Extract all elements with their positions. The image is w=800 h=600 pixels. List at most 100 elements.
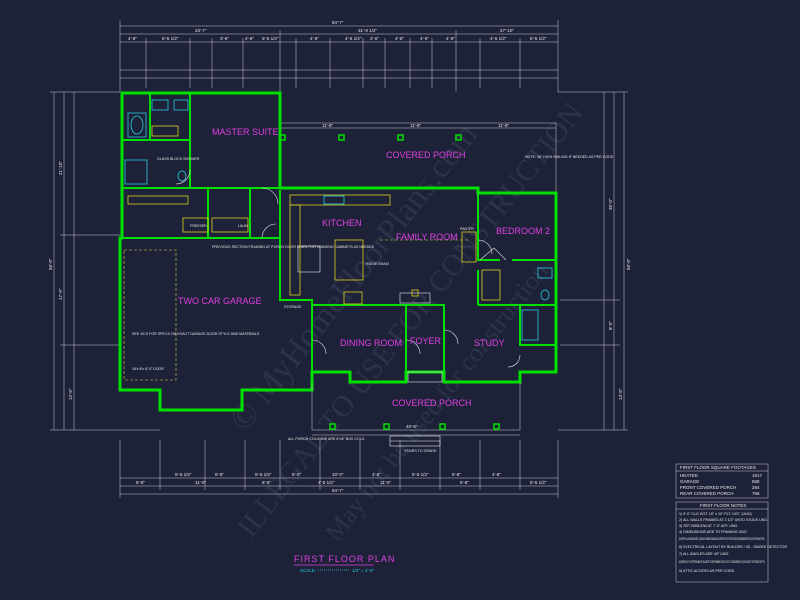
notes-table: FIRST FLOOR NOTES 1) 9'-0" CLG HGT. 10" … xyxy=(675,501,787,583)
right-dimensions: 56'-8" 35'-0" 8'-0" 13'-8" xyxy=(558,91,631,431)
fireplace-icon xyxy=(399,292,431,304)
bottom-dim-2: 6'-8" xyxy=(215,472,224,477)
note-item: 3) SET WINDOW AT 7'-0" AFF. UNO. xyxy=(679,524,738,528)
bottom-dim-5: 10'-0" xyxy=(332,472,344,477)
doors xyxy=(175,169,521,383)
shower-icon xyxy=(124,159,148,185)
bottom-row2-7: 5'-5 1/2" xyxy=(530,480,547,485)
top-row2-3: 3'-6" xyxy=(220,36,229,41)
note-item: 1) 9'-0" CLG HGT. 10" x 10" PLT. HGT. (U… xyxy=(679,512,752,516)
sink-icon xyxy=(537,267,553,279)
sink-icon xyxy=(173,99,189,111)
top-row2-1: 4'-8" xyxy=(128,36,137,41)
toilet-icon xyxy=(177,170,187,182)
top-row2-7: 4'-5 1/2" xyxy=(345,36,362,41)
bottom-row2-5: 11'-0" xyxy=(380,480,392,485)
left-overall-dim: 56'-8" xyxy=(48,258,53,270)
title-block: FIRST FLOOR PLAN SCALE: 1/4" = 1'-0" xyxy=(294,554,394,573)
room-garage: TWO CAR GARAGE xyxy=(178,296,262,306)
sqft-row-label: FRONT COVERED PORCH xyxy=(680,485,736,490)
angled-closet xyxy=(479,247,507,261)
room-covered-porch-front: COVERED PORCH xyxy=(392,398,472,408)
front-porch-column xyxy=(439,423,446,430)
top-row2-5: 5'-5 1/2" xyxy=(262,36,279,41)
room-foyer: FOYER xyxy=(410,336,442,346)
garage-door-label: 16'x 8'x 8'-0" DOOR xyxy=(132,367,164,371)
top-row2-13: 5'-5 1/2" xyxy=(530,36,547,41)
vanity-counter xyxy=(151,125,179,137)
kitchen-island xyxy=(334,239,364,281)
top-row2-12: 4'-5 1/2" xyxy=(490,36,507,41)
sqft-row-label: GARAGE xyxy=(680,479,699,484)
bottom-row2-4: 4'-5 1/2" xyxy=(318,480,335,485)
porch-column-note: ALL PORCH COLUMNS ARE 8"x8" BOX COLS. xyxy=(288,437,365,441)
bar-counter xyxy=(343,291,363,305)
sqft-row-value: 756 xyxy=(752,491,760,496)
room-dining-room: DINING ROOM xyxy=(340,338,402,348)
top-row2-2: 5'-5 1/2" xyxy=(162,36,179,41)
scale-label: SCALE: xyxy=(300,568,316,573)
room-bedroom-2: BEDROOM 2 xyxy=(496,226,550,236)
tub-basin-icon xyxy=(130,115,144,135)
toilet-icon xyxy=(540,289,550,301)
front-porch-column xyxy=(493,423,500,430)
bottom-row2-6: 6'-8" xyxy=(460,480,469,485)
garage-note: SEE 4/CS FOR SPECS ON EXACT GARAGE DOOR … xyxy=(132,332,260,336)
freezer-label: FREEZER xyxy=(190,224,207,228)
kitchen-counter xyxy=(289,194,391,206)
room-study: STUDY xyxy=(474,338,505,348)
front-porch-dim: 40'-6" xyxy=(406,424,418,429)
sqft-table-title: FIRST FLOOR SQUARE FOOTAGES xyxy=(680,465,756,470)
laundry-counter xyxy=(211,217,249,233)
door-swing xyxy=(311,339,327,355)
bottom-dim-3: 5'-5 1/2" xyxy=(255,472,272,477)
porch-column xyxy=(338,134,345,141)
left-dim-3: 12'-8" xyxy=(68,388,73,400)
porch-dim-1: 11'-8" xyxy=(322,123,334,128)
bottom-row2-2: 11'-0" xyxy=(195,480,207,485)
bottom-row2-3: 8'-8" xyxy=(262,480,271,485)
door-swing xyxy=(175,169,191,185)
interior-walls xyxy=(122,93,556,372)
front-porch-column xyxy=(383,423,390,430)
bottom-dim-7: 5'-5 1/2" xyxy=(412,472,429,477)
closet-shelf xyxy=(127,195,189,205)
sqft-table: FIRST FLOOR SQUARE FOOTAGES HEATED 1917 … xyxy=(675,463,769,499)
freezer xyxy=(182,217,209,233)
left-dim-1: 21'-10" xyxy=(58,161,63,175)
top-row2-6: 4'-8" xyxy=(310,36,319,41)
bottom-dim-1: 5'-5 1/2" xyxy=(175,472,192,477)
scale-value: 1/4" = 1'-0" xyxy=(352,568,374,573)
kitchen-details: PANTRY RIDGE BEAM xyxy=(289,194,477,305)
note-item: 4) DIMENSIONS ARE TO FRAMING UNO. xyxy=(679,530,748,534)
corner-note: NOTE: 36" HIGH RAILING IF NEEDED AS PER … xyxy=(525,155,614,159)
top-row2-11: 4'-6" xyxy=(446,36,455,41)
porch-dim-3: 11'-8" xyxy=(498,123,510,128)
note-item: 5) VERIFY ALL WINDOW SIZES, CONSULT WIND… xyxy=(679,537,765,541)
note-item: 7) ALL ANGLES ARE 45° UNO. xyxy=(679,552,729,556)
laundry-label: LAUN xyxy=(238,224,248,228)
door-swing xyxy=(405,339,421,355)
rear-porch: 11'-8" 11'-8" 11'-8" NOTE: 36" HIGH RAIL… xyxy=(279,122,614,195)
closet-shelf xyxy=(481,269,501,301)
garage-door-outline xyxy=(123,249,177,381)
porch-dim-2: 11'-8" xyxy=(410,123,422,128)
top-row2-10: 4'-6" xyxy=(420,36,429,41)
bottom-row2-1: 6'-8" xyxy=(136,480,145,485)
garage-details: SEE 4/CS FOR SPECS ON EXACT GARAGE DOOR … xyxy=(123,217,375,381)
room-labels: MASTER SUITE COVERED PORCH KITCHEN FAMIL… xyxy=(178,127,550,408)
porch-column xyxy=(397,134,404,141)
sqft-row-value: 284 xyxy=(752,485,760,490)
bottom-dimensions: 5'-5 1/2" 6'-8" 5'-5 1/2" 8'-0" 10'-0" 4… xyxy=(119,440,559,498)
top-dim-2: 31'-8 1/2" xyxy=(358,28,377,33)
top-row2-8: 2'-6" xyxy=(370,36,379,41)
front-porch-column xyxy=(329,423,336,430)
porch-column xyxy=(455,134,462,141)
right-dim-2: 8'-0" xyxy=(608,321,613,330)
notes-title: FIRST FLOOR NOTES xyxy=(700,503,746,508)
front-porch: STAIRS TO GRADE ALL PORCH COLUMNS ARE 8"… xyxy=(288,382,521,453)
top-dimensions: 84'-7" 23'-7" 31'-8 1/2" 27'-10" 4'-8" 5… xyxy=(119,20,559,92)
master-bath-fixtures: GLASS BLOCK SHOWER xyxy=(124,99,200,205)
